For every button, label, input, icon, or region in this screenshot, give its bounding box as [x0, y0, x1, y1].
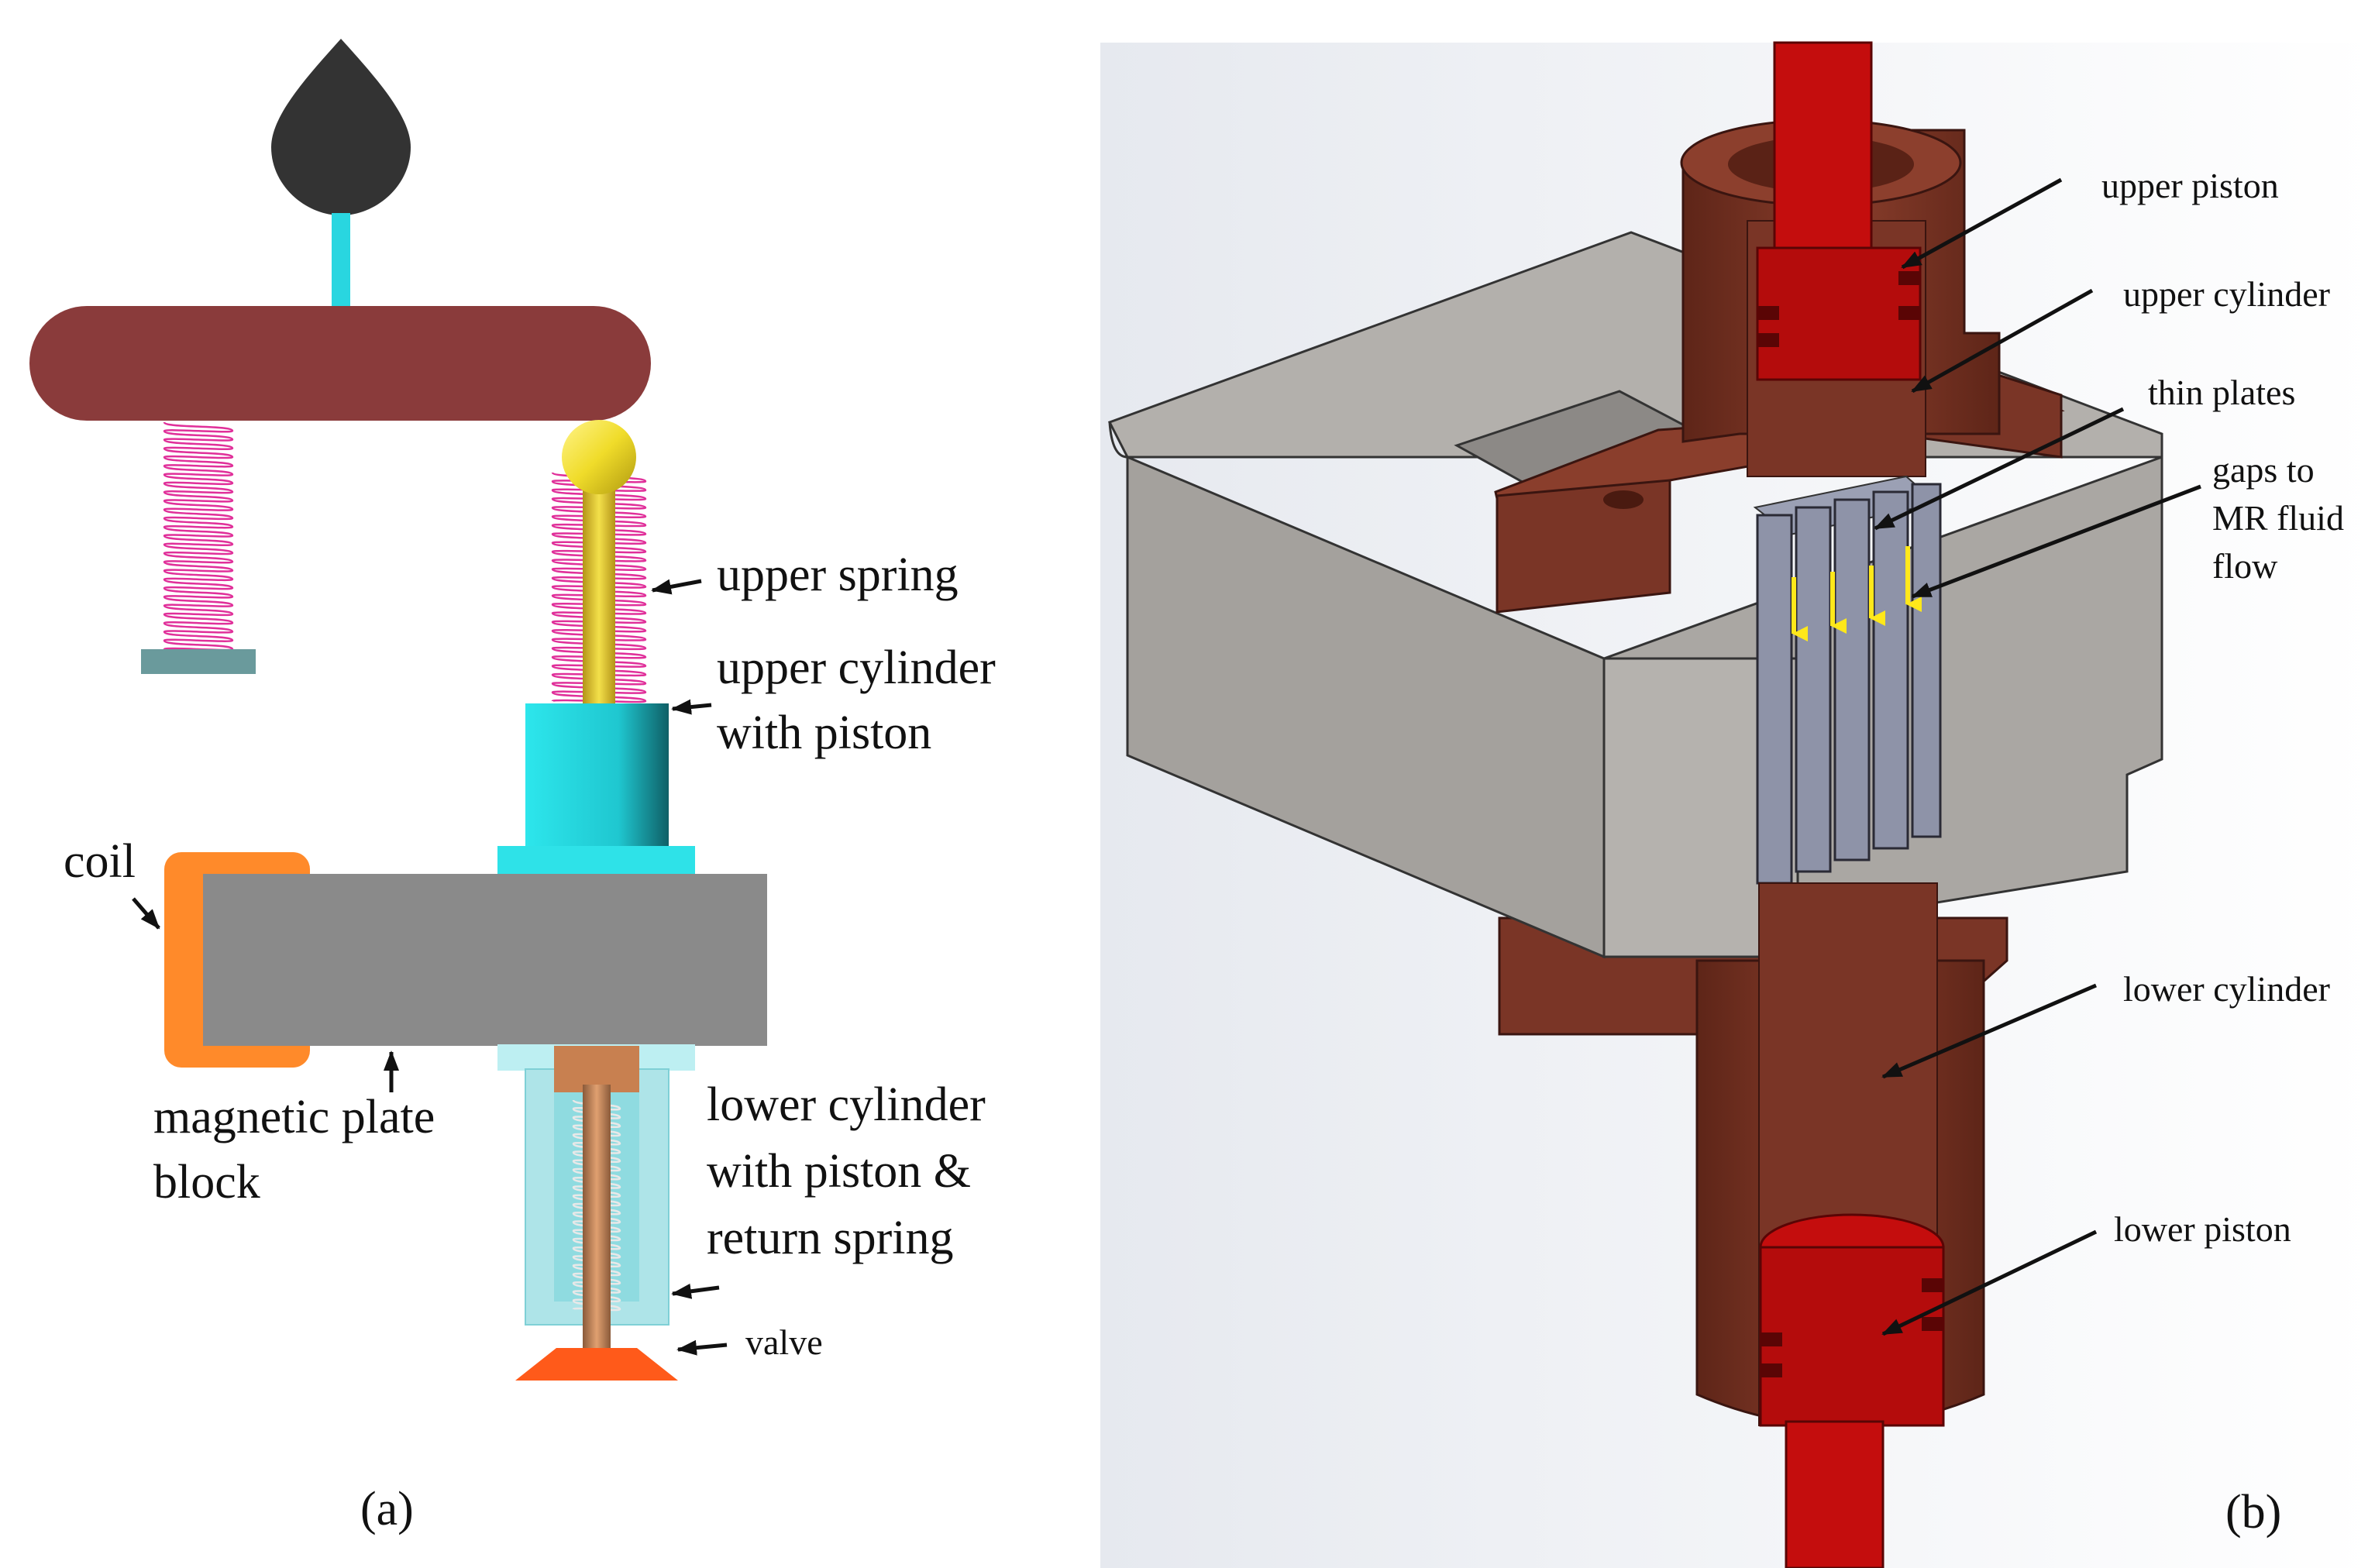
plate-5: [1911, 483, 1942, 838]
label-gaps-1: gaps to: [2212, 450, 2315, 490]
label-lower-piston: lower piston: [2114, 1209, 2291, 1249]
pedal-knob: [271, 39, 411, 215]
lower-rod: [583, 1085, 611, 1363]
plate-1: [1756, 514, 1793, 885]
valve-a: [515, 1348, 678, 1381]
left-spring: [163, 421, 234, 652]
label-lower-cylinder-1: lower cylinder: [707, 1078, 986, 1131]
label-valve: valve: [745, 1322, 823, 1362]
pedal-bar: [29, 306, 651, 421]
arrow-lower-piston: [1881, 1229, 2098, 1336]
arrow-gaps: [1911, 484, 2201, 599]
magnetic-plate-block: [203, 874, 767, 1046]
lower-piston-groove-1: [1922, 1278, 1943, 1292]
arrow-thin-plates: [1874, 407, 2125, 531]
upper-block-front: [1496, 479, 1671, 614]
label-coil: coil: [64, 835, 136, 888]
arrow-lower-cylinder-b: [1881, 983, 2097, 1079]
label-lower-cylinder-b: lower cylinder: [2123, 969, 2330, 1009]
label-lower-cylinder-3: return spring: [707, 1212, 954, 1264]
upper-ball: [562, 420, 636, 494]
upper-piston-groove-2: [1898, 306, 1920, 320]
label-thin-plates: thin plates: [2148, 373, 2295, 412]
label-upper-spring: upper spring: [717, 548, 959, 601]
return-spring: [572, 1099, 621, 1312]
upper-piston: [1756, 246, 1922, 381]
plate-3: [1833, 498, 1871, 861]
arrow-lower-cylinder: [671, 1283, 720, 1299]
caption-a: (a): [360, 1483, 414, 1535]
plate-2: [1795, 506, 1832, 873]
lower-piston: [1759, 1246, 1945, 1427]
panel-b: upper piston upper cylinder thin plates …: [1100, 41, 2375, 1568]
label-lower-cylinder-2: with piston &: [707, 1145, 971, 1198]
arrow-upper-piston: [1901, 177, 2063, 270]
housing-back-corner: [1108, 421, 1128, 459]
label-gaps-3: flow: [2212, 546, 2278, 586]
label-upper-cylinder-2: with piston: [717, 707, 931, 759]
arrow-valve: [676, 1339, 728, 1356]
caption-b: (b): [2225, 1486, 2281, 1539]
label-magnetic-2: block: [153, 1156, 260, 1209]
thin-plates: [1753, 475, 1942, 885]
upper-cylinder-flange: [497, 846, 695, 875]
upper-piston-groove-3: [1757, 306, 1779, 320]
label-upper-piston: upper piston: [2101, 166, 2279, 205]
arrow-upper-cylinder: [671, 699, 712, 715]
lower-piston-groove-4: [1761, 1363, 1782, 1377]
upper-piston-rod: [1773, 41, 1873, 269]
upper-spring: [551, 471, 647, 703]
plate-4: [1872, 490, 1909, 850]
upper-piston-groove-4: [1757, 333, 1779, 347]
upper-piston-groove-1: [1898, 271, 1920, 285]
upper-block-hole: [1603, 490, 1644, 509]
label-upper-cylinder-b: upper cylinder: [2123, 274, 2330, 314]
lower-piston-groove-2: [1922, 1317, 1943, 1331]
upper-cylinder-a: [525, 703, 669, 851]
label-magnetic-1: magnetic plate: [153, 1091, 435, 1143]
lower-piston-rod: [1785, 1420, 1885, 1568]
label-upper-cylinder-1: upper cylinder: [717, 641, 996, 694]
arrow-coil: [132, 897, 160, 930]
upper-rod: [583, 480, 615, 705]
arrow-upper-spring: [651, 579, 702, 595]
lower-piston-groove-3: [1761, 1332, 1782, 1346]
pedal-stem: [332, 213, 350, 310]
arrow-upper-cylinder-b: [1911, 288, 2094, 394]
label-gaps-2: MR fluid: [2212, 498, 2344, 538]
left-spring-base: [141, 649, 256, 674]
panel-a: upper spring upper cylinder with piston …: [29, 39, 996, 1535]
